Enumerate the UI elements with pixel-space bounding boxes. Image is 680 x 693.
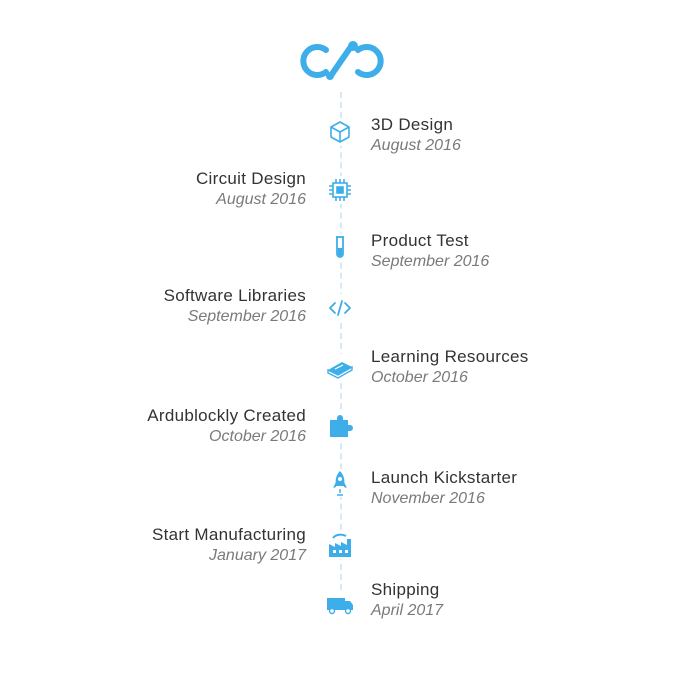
event-title: Start Manufacturing <box>151 525 306 544</box>
event-title: Learning Resources <box>371 347 529 366</box>
event-title: 3D Design <box>371 115 454 134</box>
event-software-libraries: Software Libraries September 2016 <box>164 286 306 326</box>
event-title: Shipping <box>371 580 440 599</box>
event-product-test: Product Test September 2016 <box>371 231 489 271</box>
event-date: September 2016 <box>187 308 306 325</box>
book-icon <box>326 354 354 382</box>
event-title: Ardublockly Created <box>147 406 306 425</box>
chip-icon <box>326 176 354 204</box>
event-date: August 2016 <box>371 137 461 154</box>
event-date: April 2017 <box>371 602 444 619</box>
event-learning-resources: Learning Resources October 2016 <box>371 347 529 387</box>
event-date: October 2016 <box>209 428 306 445</box>
event-ardublockly-created: Ardublockly Created October 2016 <box>147 406 306 446</box>
event-3d-design: 3D Design August 2016 <box>371 115 461 155</box>
event-date: October 2016 <box>371 369 468 386</box>
factory-icon <box>326 531 354 559</box>
code-icon <box>326 294 354 322</box>
truck-icon <box>326 592 354 620</box>
event-shipping: Shipping April 2017 <box>371 580 443 620</box>
event-date: November 2016 <box>371 490 485 507</box>
event-start-manufacturing: Start Manufacturing January 2017 <box>152 525 306 565</box>
event-title: Launch Kickstarter <box>371 468 518 487</box>
event-title: Software Libraries <box>163 286 306 305</box>
infinity-wrench-logo-icon <box>296 38 388 82</box>
event-launch-kickstarter: Launch Kickstarter November 2016 <box>371 468 517 508</box>
event-circuit-design: Circuit Design August 2016 <box>196 169 306 209</box>
event-title: Circuit Design <box>195 169 306 188</box>
cube-icon <box>326 118 354 146</box>
event-date: August 2016 <box>216 191 306 208</box>
test-tube-icon <box>326 234 354 262</box>
rocket-icon <box>326 469 354 497</box>
event-title: Product Test <box>371 231 469 250</box>
event-date: September 2016 <box>371 253 490 270</box>
event-date: January 2017 <box>209 547 306 564</box>
puzzle-icon <box>326 413 354 441</box>
timeline-line <box>340 92 342 610</box>
